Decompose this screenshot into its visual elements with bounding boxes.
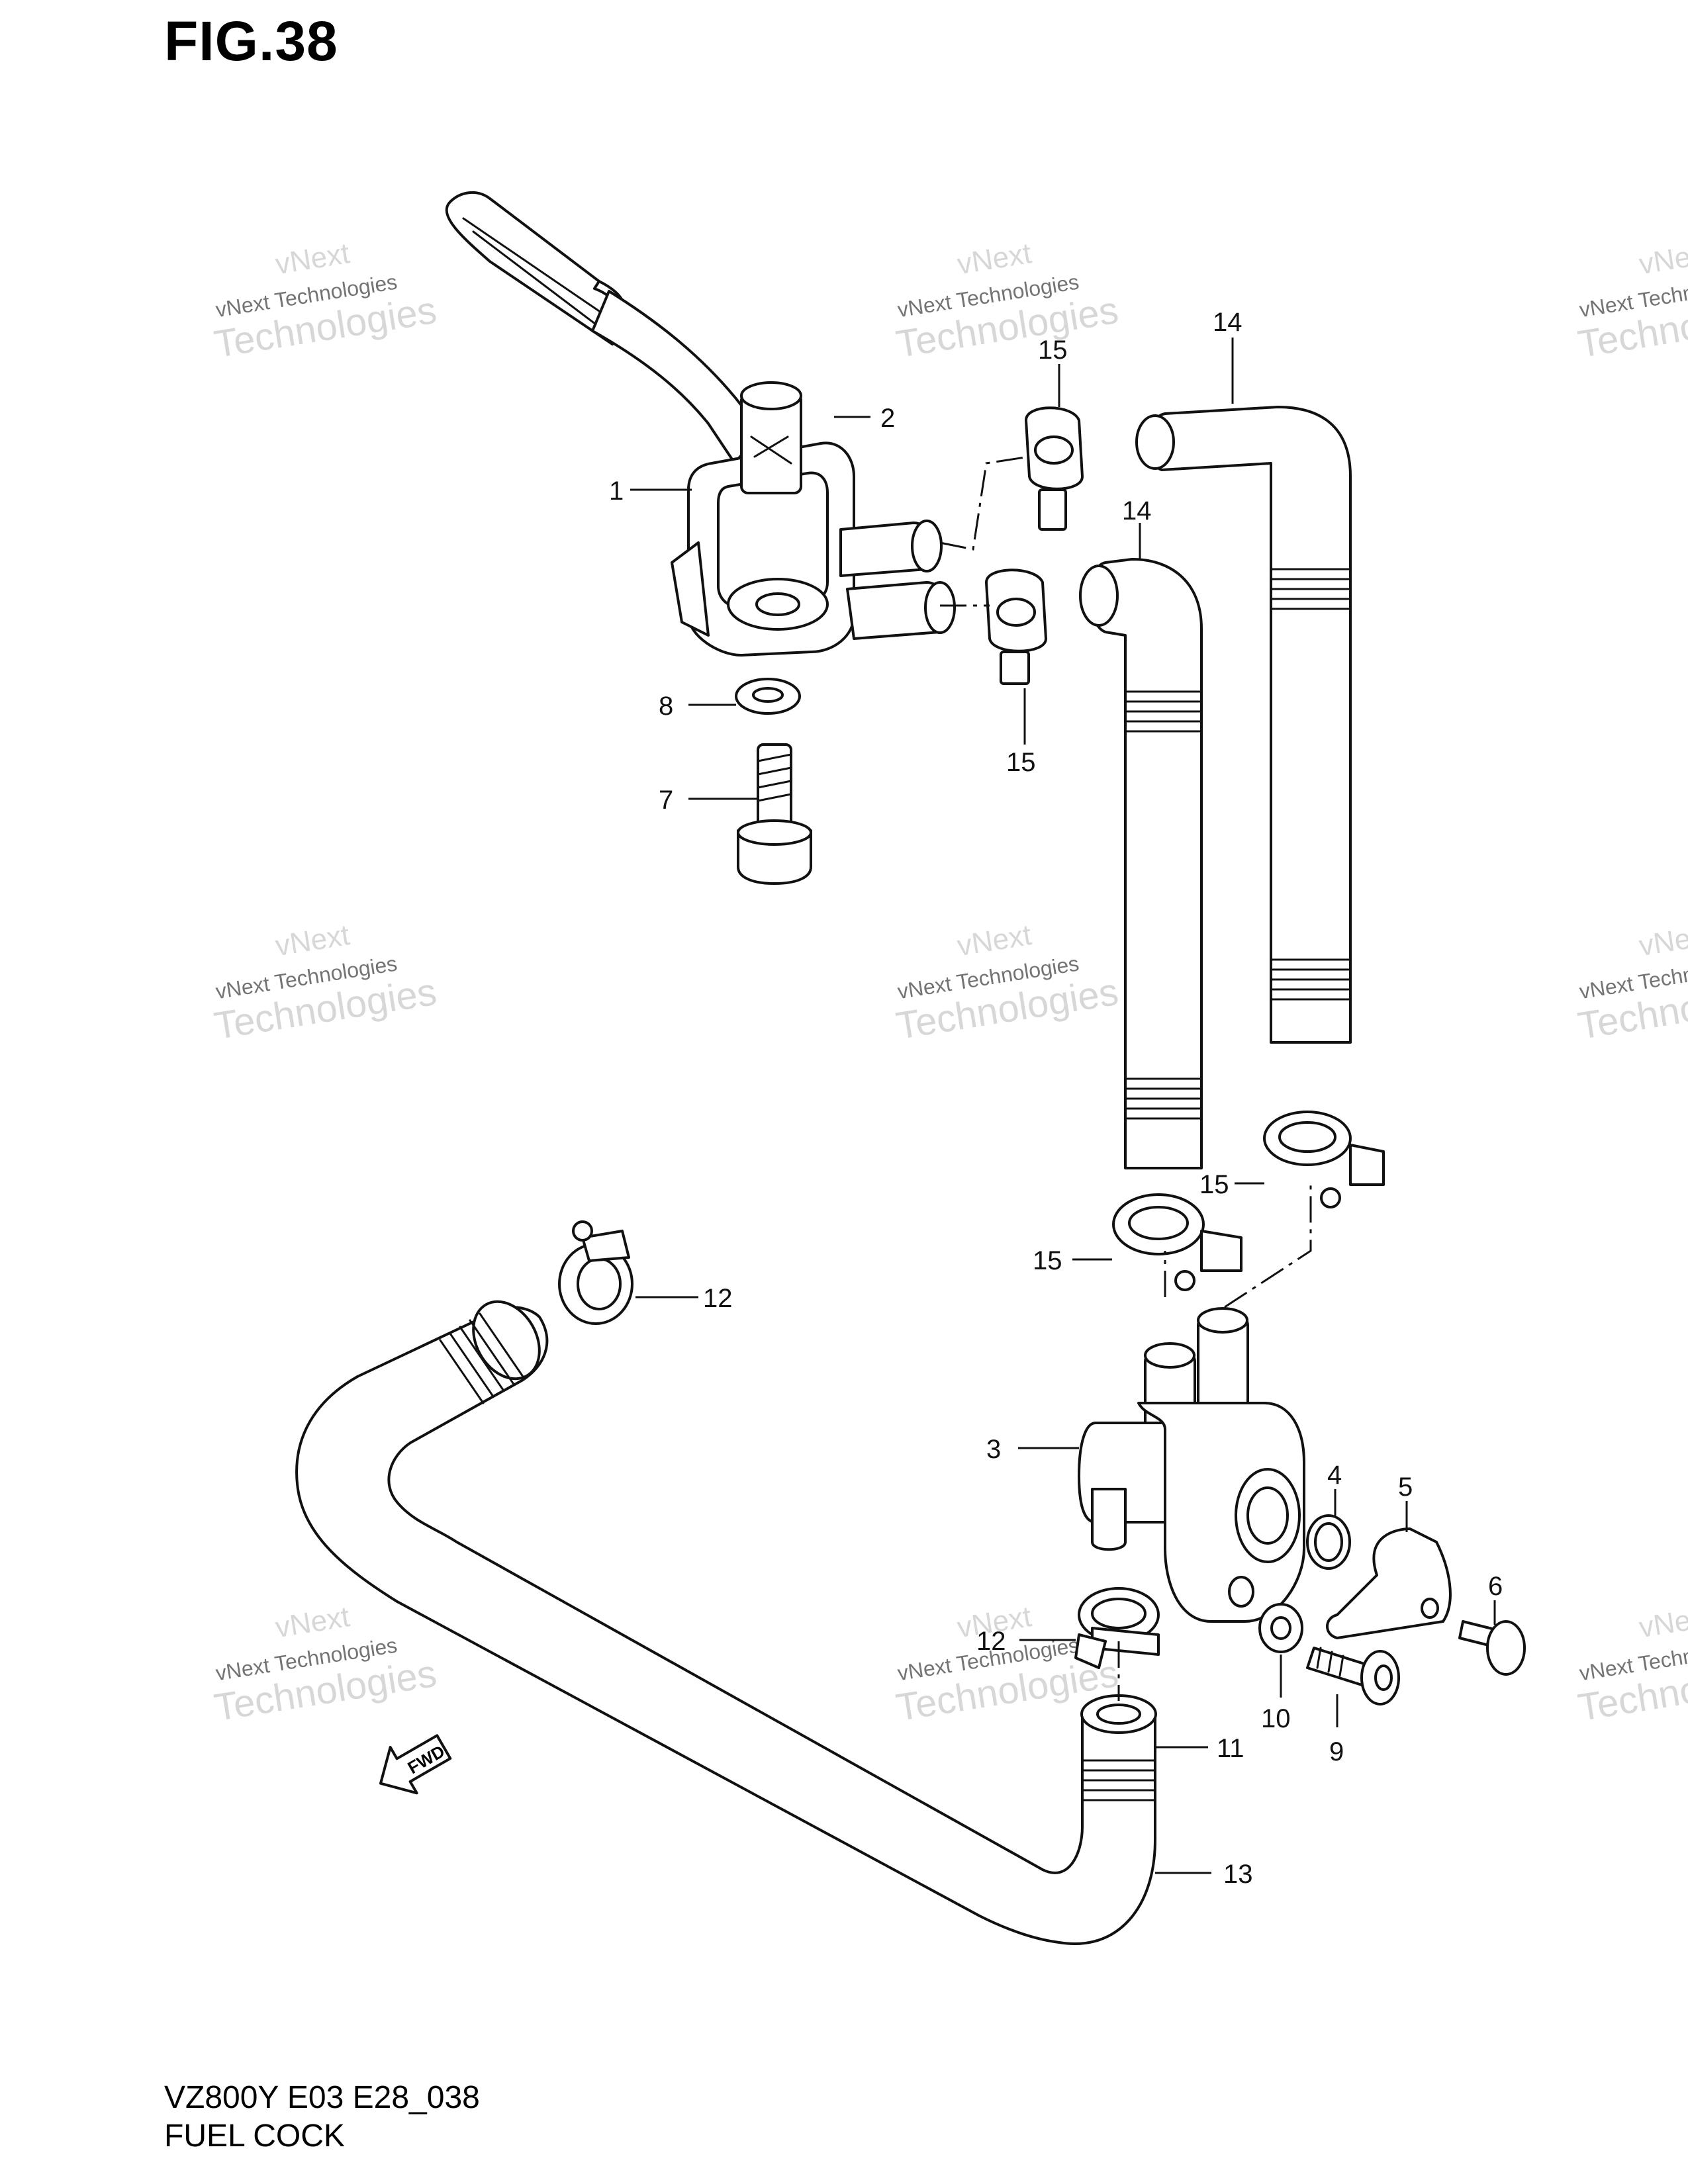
callout-9: 9	[1329, 1737, 1344, 1766]
callout-6: 6	[1488, 1572, 1503, 1601]
part-2-fuel-filter	[445, 191, 763, 465]
watermark-line: vNext	[1637, 237, 1688, 281]
watermark-line: vNext	[955, 237, 1034, 281]
callout-13: 13	[1223, 1860, 1253, 1889]
callout-14-front: 14	[1122, 496, 1152, 525]
part-15-clamp-middle-right	[1263, 1111, 1385, 1208]
part-3-fuel-cock	[1078, 1307, 1305, 1623]
part-10-washer	[1258, 1603, 1303, 1653]
section-title: FUEL COCK	[164, 2118, 345, 2154]
part-6-bolt	[1458, 1620, 1526, 1676]
callout-8: 8	[659, 692, 673, 721]
part-4-o-ring	[1306, 1514, 1351, 1570]
callout-12-lower: 12	[976, 1627, 1006, 1656]
watermark-line: vNext	[1637, 1600, 1688, 1644]
watermark-top-center: vNext vNext Technologies Technologies	[893, 237, 1121, 366]
watermark-line: vNext	[273, 1600, 352, 1644]
watermark-top-left: vNext vNext Technologies Technologies	[211, 237, 440, 366]
callout-2: 2	[880, 404, 895, 433]
callout-3: 3	[986, 1435, 1001, 1464]
callout-12-upper: 12	[703, 1284, 733, 1313]
callout-5: 5	[1398, 1473, 1413, 1502]
part-15-clamp-middle-left	[1112, 1193, 1243, 1291]
part-8-washer	[735, 678, 801, 715]
callout-4: 4	[1327, 1461, 1342, 1490]
callout-11: 11	[1217, 1734, 1244, 1763]
callout-1: 1	[609, 477, 624, 506]
part-14-hose-rear	[1135, 406, 1352, 1044]
watermark-mid-center: vNext vNext Technologies Technologies	[893, 919, 1121, 1048]
fwd-direction-arrow: FWD	[379, 1734, 452, 1795]
assembly-guide-lines	[939, 455, 1312, 1701]
callout-7: 7	[659, 786, 673, 815]
part-15-clamp-top-upper	[1025, 406, 1084, 531]
watermark-line: vNext	[955, 919, 1034, 962]
model-code: VZ800Y E03 E28_038	[164, 2080, 480, 2115]
part-5-lever	[1326, 1527, 1452, 1639]
callout-labels: 1 2 15 15 14 14 8 7 12 15 15 3 4 5 6 12 …	[609, 308, 1503, 1889]
watermark-bottom-left: vNext vNext Technologies Technologies	[211, 1600, 440, 1729]
callout-15-top: 15	[1038, 336, 1068, 365]
part-15-clamp-top-lower	[985, 569, 1047, 685]
callout-15-top-lower: 15	[1006, 748, 1036, 777]
callout-10: 10	[1261, 1704, 1291, 1733]
watermark-mid-left: vNext vNext Technologies Technologies	[211, 919, 440, 1048]
part-12-clamp-lower	[1074, 1587, 1160, 1669]
part-9-screw	[1306, 1647, 1400, 1706]
watermark-line: vNext	[273, 237, 352, 281]
callout-leaders	[630, 338, 1496, 1874]
watermark-top-right: vNext vNext Technologies Technologies	[1575, 237, 1688, 366]
callout-15-middle-right: 15	[1199, 1170, 1229, 1199]
watermark-mid-right: vNext vNext Technologies Technologies	[1575, 919, 1688, 1048]
watermark-line: vNext	[273, 919, 352, 962]
part-14-hose-front	[1079, 558, 1203, 1169]
callout-15-middle-left: 15	[1033, 1246, 1062, 1275]
part-12-clamp-upper	[558, 1220, 633, 1325]
watermark-line: vNext	[1637, 919, 1688, 962]
watermark-layer: vNext vNext Technologies Technologies vN…	[211, 237, 1688, 1729]
part-1-fuel-cock-body	[671, 381, 956, 657]
watermark-bottom-right: vNext vNext Technologies Technologies	[1575, 1600, 1688, 1729]
figure-title: FIG.38	[164, 10, 338, 72]
part-7-bolt	[737, 743, 812, 885]
callout-14-rear: 14	[1213, 308, 1243, 337]
part-13-fuel-hose	[295, 1300, 1157, 1945]
